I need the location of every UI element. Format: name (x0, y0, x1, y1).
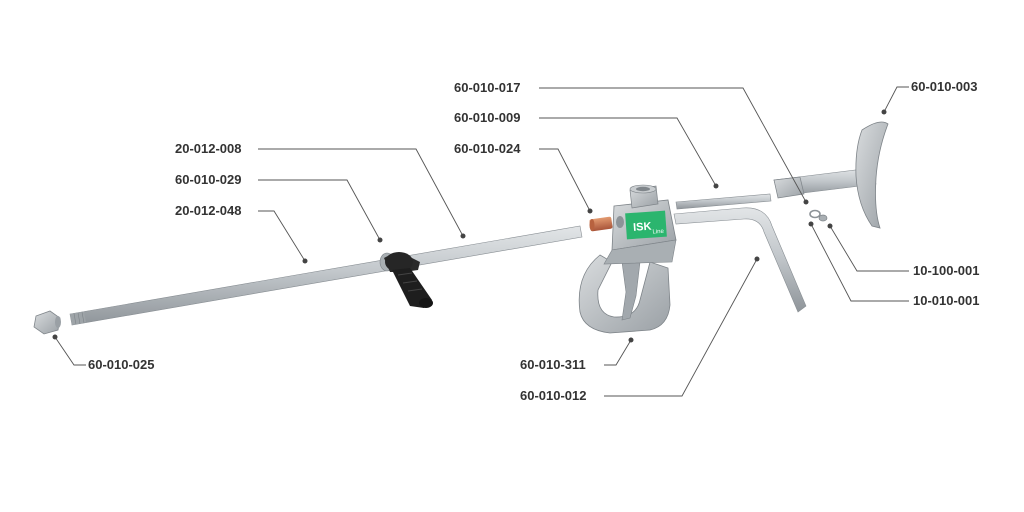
label-60-010-017: 60-010-017 (454, 80, 521, 95)
part-end-nut (33, 310, 61, 335)
part-short-rod (675, 193, 772, 210)
part-brass-fitting (589, 216, 613, 232)
callout-p12: 10-010-001 (808, 221, 980, 308)
callout-p4: 20-012-008 (175, 141, 466, 239)
part-gun-body: ISK Line (578, 184, 677, 334)
callout-p10: 60-010-003 (881, 79, 978, 115)
callout-p5: 60-010-029 (175, 172, 383, 243)
gun-badge-brand: ISK (633, 221, 652, 234)
callout-p11: 10-100-001 (827, 223, 980, 278)
label-20-012-048: 20-012-048 (175, 203, 242, 218)
label-20-012-008: 20-012-008 (175, 141, 242, 156)
gun-badge-model: Line (652, 229, 664, 236)
label-10-010-001: 10-010-001 (913, 293, 980, 308)
callout-p1: 60-010-017 (454, 80, 809, 205)
callout-p6: 20-012-048 (175, 203, 308, 264)
label-60-010-029: 60-010-029 (175, 172, 242, 187)
part-side-grip (379, 252, 433, 308)
part-shoulder-rest (773, 121, 889, 229)
part-fasteners (809, 209, 828, 222)
part-long-rod (69, 225, 583, 326)
label-10-100-001: 10-100-001 (913, 263, 980, 278)
label-60-010-311: 60-010-311 (520, 357, 586, 372)
label-60-010-009: 60-010-009 (454, 110, 521, 125)
callouts: 60-010-017 60-010-009 60-010-024 20-012-… (52, 79, 980, 403)
label-60-010-024: 60-010-024 (454, 141, 521, 156)
label-60-010-003: 60-010-003 (911, 79, 978, 94)
callout-p8: 60-010-311 (520, 337, 634, 372)
label-60-010-025: 60-010-025 (88, 357, 155, 372)
callout-p3: 60-010-024 (454, 141, 593, 214)
callout-p9: 60-010-012 (520, 256, 760, 403)
label-60-010-012: 60-010-012 (520, 388, 587, 403)
callout-p2: 60-010-009 (454, 110, 719, 189)
callout-p7: 60-010-025 (52, 334, 155, 372)
part-bent-tube (673, 207, 807, 313)
